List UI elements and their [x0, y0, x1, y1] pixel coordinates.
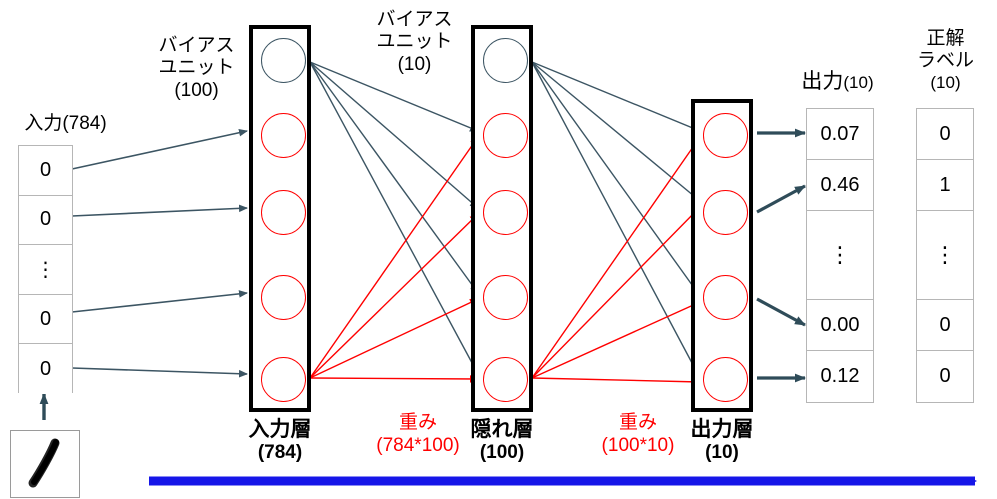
label-column-title: 正解 ラベル (10) — [898, 28, 993, 93]
output-layer-to-values-arrows — [756, 128, 806, 383]
output-layer-node — [703, 357, 748, 402]
input-layer-node — [261, 113, 306, 158]
bias1-to-hidden-connections — [309, 61, 479, 375]
bias-label-line2: ユニット — [376, 31, 453, 53]
output-value-cell-ellipsis: ⋮ — [807, 211, 873, 300]
label-ellipsis-text: ⋮ — [934, 241, 956, 267]
input-layer-node — [261, 357, 306, 402]
layer-count-text: (10) — [705, 442, 739, 464]
label-cell: 0 — [917, 109, 973, 160]
output-value-cell: 0.46 — [807, 160, 873, 211]
input-layer-node — [261, 190, 306, 235]
output-column-title-count: (10) — [843, 73, 874, 92]
layer-name-text: 出力層 — [690, 418, 754, 441]
layer-count-text: (100) — [479, 442, 525, 464]
label-column-title-line1: 正解 — [926, 28, 965, 49]
output-column-title: 出力(10) — [790, 70, 885, 95]
output-value-cell: 0.07 — [807, 109, 873, 160]
digit-one-glyph — [28, 438, 60, 488]
input-column-title: 入力(784) — [8, 113, 123, 135]
hidden-to-output-weight-connections — [531, 136, 701, 386]
layer-count-text: (784) — [257, 442, 303, 464]
hidden-layer-node — [483, 190, 528, 235]
bias-label-count: (10) — [397, 53, 432, 75]
input-layer-box — [249, 25, 311, 412]
input-column-title-text: 入力(784) — [24, 113, 107, 134]
hidden-layer-bias-node — [483, 38, 528, 83]
output-layer-node — [703, 190, 748, 235]
input-to-hidden-weight-connections — [309, 136, 479, 383]
output-layer-label: 出力層 (10) — [667, 418, 777, 464]
input-vector-column: 0 0 ⋮ 0 0 — [18, 145, 73, 394]
weight-dims-text: (784*100) — [376, 434, 460, 456]
input-cell-ellipsis: ⋮ — [19, 245, 72, 295]
input-cell: 0 — [19, 195, 72, 246]
hidden-layer-node — [483, 275, 528, 320]
bias-label-line1: バイアス — [158, 35, 235, 56]
input-layer-node — [261, 275, 306, 320]
input-layer-label: 入力層 (784) — [225, 418, 335, 464]
weight-label-1: 重み (784*100) — [338, 412, 498, 458]
bias-label-hidden: バイアス ユニット (10) — [362, 9, 467, 76]
weight-label-text: 重み — [398, 412, 437, 433]
output-ellipsis-text: ⋮ — [829, 241, 851, 267]
bias-label-line2: ユニット — [158, 57, 235, 79]
output-layer-node — [703, 113, 748, 158]
label-cell: 1 — [917, 160, 973, 211]
label-cell: 0 — [917, 300, 973, 351]
label-column-title-count: (10) — [930, 72, 961, 92]
output-layer-node — [703, 275, 748, 320]
bias-label-input: バイアス ユニット (100) — [144, 35, 249, 102]
output-column-title-text: 出力 — [801, 70, 844, 93]
bias-label-line1: バイアス — [376, 9, 453, 30]
weight-label-2: 重み (100*10) — [558, 412, 718, 458]
correct-label-column: 0 1 ⋮ 0 0 — [916, 108, 974, 403]
bias2-to-output-connections — [531, 61, 701, 379]
output-layer-box — [691, 99, 753, 412]
hidden-layer-label: 隠れ層 (100) — [447, 418, 557, 464]
input-cell: 0 — [19, 146, 72, 196]
input-cell: 0 — [19, 344, 72, 394]
input-vector-connections — [71, 128, 248, 378]
hidden-layer-node — [483, 357, 528, 402]
input-cell: 0 — [19, 294, 72, 345]
label-cell: 0 — [917, 351, 973, 402]
hidden-layer-node — [483, 113, 528, 158]
output-values-column: 0.07 0.46 ⋮ 0.00 0.12 — [806, 108, 874, 403]
weight-label-text: 重み — [618, 412, 657, 433]
weight-dims-text: (100*10) — [601, 434, 675, 456]
digit-thumbnail — [10, 430, 80, 498]
label-cell-ellipsis: ⋮ — [917, 211, 973, 300]
hidden-layer-box — [471, 25, 533, 412]
bias-label-count: (100) — [174, 79, 219, 101]
output-value-cell: 0.12 — [807, 351, 873, 402]
layer-name-text: 隠れ層 — [470, 418, 534, 441]
layer-name-text: 入力層 — [248, 418, 312, 441]
output-value-cell: 0.00 — [807, 300, 873, 351]
input-layer-bias-node — [261, 38, 306, 83]
label-column-title-line2: ラベル — [916, 50, 974, 72]
